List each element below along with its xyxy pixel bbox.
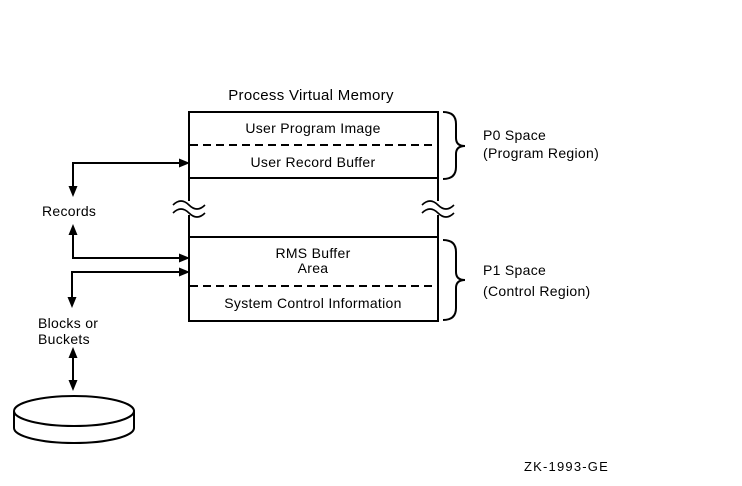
records-to-user-record-buffer-arrow <box>68 158 190 197</box>
diagram-title: Process Virtual Memory <box>228 87 394 104</box>
rms-buffer-label-line2: Area <box>298 260 329 276</box>
arrowhead-right-icon <box>179 267 190 277</box>
arrowhead-down-icon <box>68 186 78 197</box>
arrowhead-right-icon <box>179 158 190 168</box>
p0-space-box <box>188 111 439 179</box>
arrowhead-right-icon <box>179 253 190 263</box>
records-to-rms-buffer-arrow <box>68 224 190 263</box>
p1-space-label: P1 Space <box>483 262 546 278</box>
arrowhead-down-icon <box>68 380 78 391</box>
figure-id: ZK-1993-GE <box>524 459 609 474</box>
p1-region-label: (Control Region) <box>483 283 591 299</box>
p0-brace <box>442 111 466 180</box>
records-label: Records <box>42 203 96 219</box>
p0-space-label: P0 Space <box>483 127 546 143</box>
system-control-information-label: System Control Information <box>224 295 401 311</box>
user-program-image-label: User Program Image <box>245 120 380 136</box>
p1-space-box <box>188 236 439 322</box>
break-mark-left-icon <box>172 200 206 218</box>
p1-brace <box>442 239 466 321</box>
user-record-buffer-label: User Record Buffer <box>251 154 376 170</box>
blocks-or-buckets-label-line2: Buckets <box>38 331 90 347</box>
arrowhead-up-icon <box>68 347 78 358</box>
rms-buffer-label-line1: RMS Buffer <box>275 245 350 261</box>
break-mark-right-icon <box>421 200 455 218</box>
memory-gap-edges <box>172 178 455 237</box>
blocks-to-disk-arrow <box>68 347 78 391</box>
p0-region-label: (Program Region) <box>483 145 599 161</box>
blocks-or-buckets-label-line1: Blocks or <box>38 315 98 331</box>
disk-icon <box>13 395 135 444</box>
blocks-to-rms-buffer-arrow <box>67 267 190 308</box>
arrowhead-up-icon <box>68 224 78 235</box>
arrowhead-down-icon <box>67 297 77 308</box>
